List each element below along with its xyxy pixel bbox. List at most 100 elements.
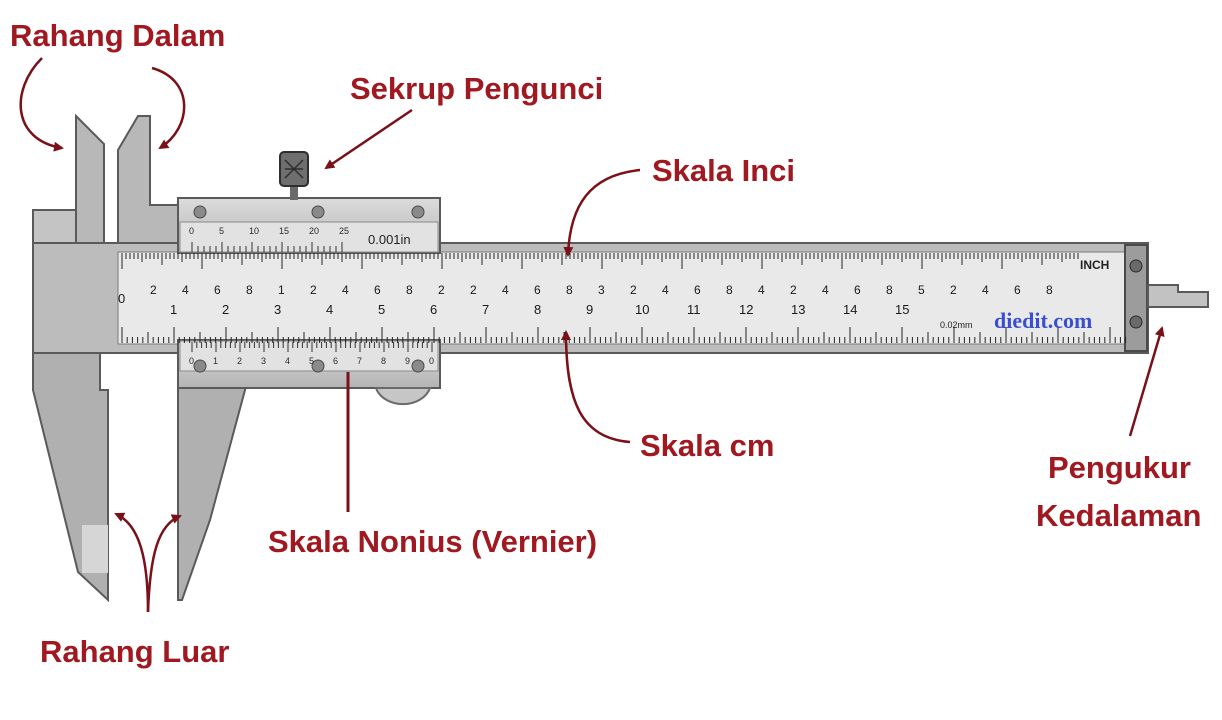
metric-vernier-label: 9 bbox=[405, 356, 410, 366]
metric-vernier-label: 7 bbox=[357, 356, 362, 366]
inch-vernier-label: 25 bbox=[339, 226, 349, 236]
label-outer-jaw: Rahang Luar bbox=[40, 634, 229, 669]
metric-vernier-label: 5 bbox=[309, 356, 314, 366]
end-screw bbox=[1129, 315, 1143, 329]
cm-label: 2 bbox=[222, 302, 229, 317]
metric-vernier-label: 0 bbox=[189, 356, 194, 366]
cm-label: 12 bbox=[739, 302, 753, 317]
arrow-cm-scale bbox=[561, 330, 631, 444]
slider-screw bbox=[193, 205, 207, 219]
inch-major-label: 4 bbox=[758, 283, 765, 297]
inch-sub-label: 8 bbox=[726, 283, 733, 297]
callout-labels: Rahang Dalam Sekrup Pengunci Skala Inci … bbox=[10, 18, 1201, 669]
arrow-depth-gauge bbox=[1128, 326, 1165, 437]
metric-vernier-label: 8 bbox=[381, 356, 386, 366]
cm-label: 13 bbox=[791, 302, 805, 317]
inch-sub-label: 6 bbox=[214, 283, 221, 297]
slider-screw bbox=[411, 359, 425, 373]
depth-rod bbox=[1147, 284, 1209, 308]
inch-sub-label: 8 bbox=[1046, 283, 1053, 297]
arrow-outer-jaw-right bbox=[146, 514, 182, 613]
inch-sub-label: 2 bbox=[150, 283, 157, 297]
inch-sub-label: 2 bbox=[950, 283, 957, 297]
inch-sub-label: 8 bbox=[406, 283, 413, 297]
cm-scale-ticks bbox=[121, 327, 1127, 343]
inch-vernier-label: 10 bbox=[249, 226, 259, 236]
end-screw bbox=[1129, 259, 1143, 273]
cm-label: 11 bbox=[687, 302, 701, 317]
inch-sub-label: 4 bbox=[182, 283, 189, 297]
inch-sub-label: 8 bbox=[246, 283, 253, 297]
inch-sub-label: 4 bbox=[662, 283, 669, 297]
metric-vernier-label: 4 bbox=[285, 356, 290, 366]
inch-vernier-label: 0 bbox=[189, 226, 194, 236]
fixed-jaw-top-block bbox=[32, 209, 77, 244]
arrow-outer-jaw-left bbox=[114, 512, 150, 613]
main-scale-face bbox=[117, 251, 1131, 345]
label-inner-jaw: Rahang Dalam bbox=[10, 18, 225, 53]
inch-sub-label: 6 bbox=[1014, 283, 1021, 297]
metric-resolution-label: 0.02mm bbox=[940, 320, 973, 330]
inch-sub-label: 4 bbox=[342, 283, 349, 297]
arrow-inner-jaw-left bbox=[19, 57, 64, 152]
inch-major-label: 1 bbox=[278, 283, 285, 297]
inch-vernier-plate bbox=[179, 221, 439, 253]
slider-screw bbox=[411, 205, 425, 219]
inch-sub-label: 4 bbox=[822, 283, 829, 297]
cm-label: 1 bbox=[170, 302, 177, 317]
fixed-inner-jaw bbox=[75, 113, 105, 244]
label-depth-gauge-line2: Kedalaman bbox=[1036, 498, 1201, 533]
cm-label: 0 bbox=[118, 291, 125, 306]
arrow-inner-jaw-right bbox=[151, 66, 186, 150]
slider-screw bbox=[311, 205, 325, 219]
metric-vernier-plate bbox=[179, 340, 439, 372]
fixed-outer-jaw-tip bbox=[82, 525, 108, 573]
inch-sub-label: 4 bbox=[982, 283, 989, 297]
metric-vernier-label: 2 bbox=[237, 356, 242, 366]
cm-label: 6 bbox=[430, 302, 437, 317]
inch-vernier-label: 15 bbox=[279, 226, 289, 236]
cm-label: 7 bbox=[482, 302, 489, 317]
slider-screw bbox=[311, 359, 325, 373]
metric-vernier-label: 0 bbox=[429, 356, 434, 366]
metric-vernier-ticks bbox=[191, 342, 433, 352]
inch-major-label: 3 bbox=[598, 283, 605, 297]
inch-major-label: 5 bbox=[918, 283, 925, 297]
inch-sub-label: 4 bbox=[502, 283, 509, 297]
watermark: diedit.com bbox=[994, 308, 1092, 333]
locking-screw-knurl bbox=[284, 159, 304, 179]
inch-major-label: 2 bbox=[438, 283, 445, 297]
inch-sub-label: 8 bbox=[886, 283, 893, 297]
sliding-inner-jaw bbox=[117, 115, 179, 244]
cm-label: 5 bbox=[378, 302, 385, 317]
cm-label: 4 bbox=[326, 302, 333, 317]
cm-label: 14 bbox=[843, 302, 857, 317]
inch-sub-label: 2 bbox=[310, 283, 317, 297]
metric-vernier-label: 6 bbox=[333, 356, 338, 366]
cm-label: 9 bbox=[586, 302, 593, 317]
slider-screw bbox=[193, 359, 207, 373]
inch-vernier-ticks bbox=[191, 242, 343, 252]
inch-sub-label: 6 bbox=[374, 283, 381, 297]
locking-screw-stem bbox=[290, 185, 298, 200]
inch-unit-label: INCH bbox=[1080, 258, 1109, 272]
arrow-lock-screw bbox=[324, 108, 413, 170]
inch-sub-label: 6 bbox=[854, 283, 861, 297]
label-vernier-scale: Skala Nonius (Vernier) bbox=[268, 524, 597, 559]
slider-resolution-label: 0.001in bbox=[368, 232, 411, 247]
sliding-outer-jaw bbox=[177, 352, 246, 601]
inch-vernier-label: 20 bbox=[309, 226, 319, 236]
cm-label: 10 bbox=[635, 302, 649, 317]
inch-sub-label: 2 bbox=[470, 283, 477, 297]
inch-sub-label: 6 bbox=[534, 283, 541, 297]
cm-label: 15 bbox=[895, 302, 909, 317]
inch-sub-label: 2 bbox=[790, 283, 797, 297]
label-depth-gauge-line1: Pengukur bbox=[1048, 450, 1191, 485]
thumb-wheel bbox=[374, 387, 432, 406]
